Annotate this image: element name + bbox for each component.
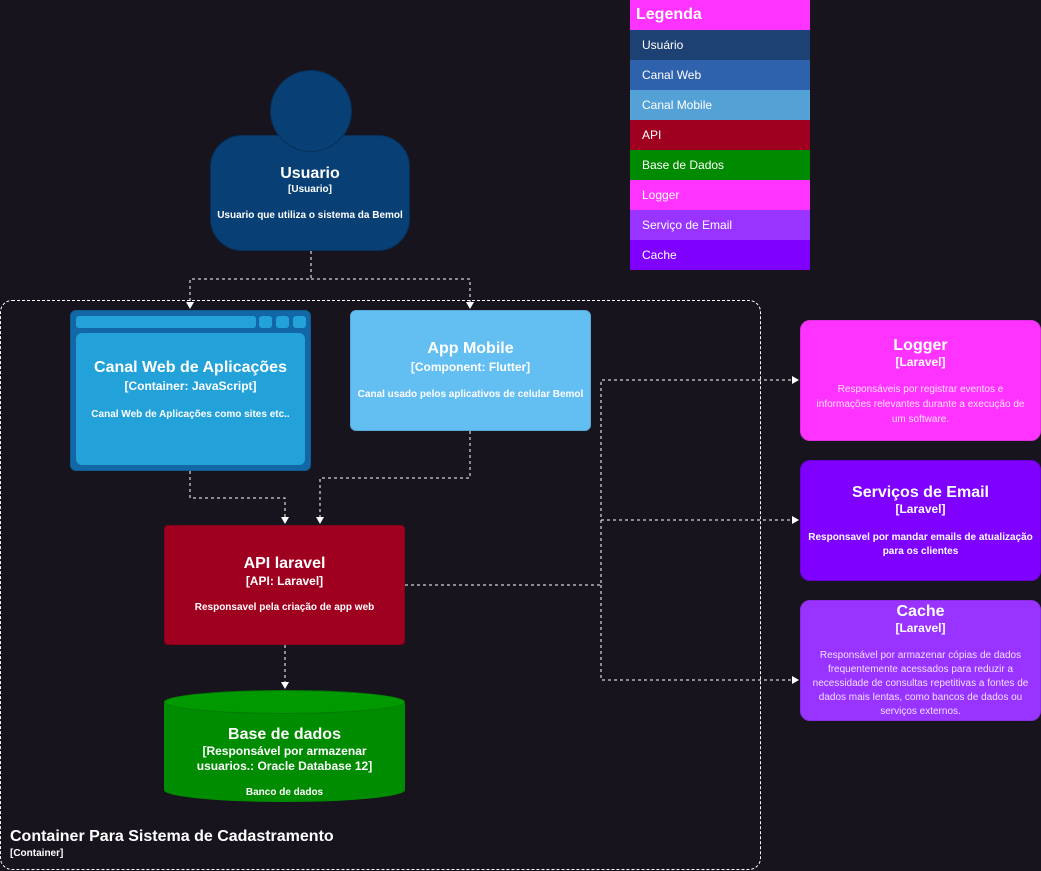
email-description-line: Responsavel por mandar emails de atualiz… xyxy=(808,532,1033,543)
logger-node[interactable]: Logger [Laravel] Responsáveis por regist… xyxy=(800,320,1041,441)
logger-description-line: Responsáveis por registrar eventos e xyxy=(837,384,1004,395)
mobile-name: App Mobile xyxy=(427,340,514,357)
mobile-description: Canal usado pelos aplicativos de celular… xyxy=(357,389,584,400)
cache-description-line: serviços externos. xyxy=(880,706,961,717)
container-boundary xyxy=(0,300,761,870)
browser-button-icon xyxy=(276,316,289,328)
mobile-type: [Component: Flutter] xyxy=(410,360,531,374)
email-type: [Laravel] xyxy=(895,502,946,516)
logger-description-line: um software. xyxy=(891,414,950,425)
person-type: [Usuario] xyxy=(288,184,332,195)
legend-title: Legenda xyxy=(630,0,810,30)
mobile-node[interactable]: App Mobile [Component: Flutter] Canal us… xyxy=(350,310,591,431)
webapp-name: Canal Web de Aplicações xyxy=(94,359,287,376)
person-usuario[interactable]: Usuario [Usuario] Usuario que utiliza o … xyxy=(210,135,410,251)
database-type-line1: [Responsável por armazenar xyxy=(202,744,367,758)
email-name: Serviços de Email xyxy=(852,484,989,501)
api-name: API laravel xyxy=(243,555,326,572)
cache-description-line: Responsável por armazenar cópias de dado… xyxy=(819,650,1022,661)
email-service-node[interactable]: Serviços de Email [Laravel] Responsavel … xyxy=(800,460,1041,581)
database-type-line2: usuarios.: Oracle Database 12] xyxy=(196,759,373,773)
api-node[interactable]: API laravel [API: Laravel] Responsavel p… xyxy=(164,525,405,645)
legend-item-canal-mobile: Canal Mobile xyxy=(630,90,810,120)
edge-api-to-logger xyxy=(405,376,799,586)
webapp-description: Canal Web de Aplicações como sites etc.. xyxy=(91,409,290,420)
webapp-type: [Container: JavaScript] xyxy=(124,379,257,393)
legend-item-base-de-dados: Base de Dados xyxy=(630,150,810,180)
container-title: Container Para Sistema de Cadastramento xyxy=(10,828,334,845)
logger-description-line: informações relevantes durante a execuçã… xyxy=(816,399,1025,410)
edge-user-to-webapp xyxy=(186,251,312,309)
cache-description-line: frequentemente acessados para reduzir a xyxy=(827,664,1014,675)
email-description-line: para os clientes xyxy=(882,546,959,557)
cache-description-line: dados mais lentas, como bancos de dados … xyxy=(818,692,1023,703)
database-description: Banco de dados xyxy=(245,787,324,798)
api-type: [API: Laravel] xyxy=(245,574,324,588)
edge-mobile-to-api xyxy=(316,431,471,524)
legend-item-canal-web: Canal Web xyxy=(630,60,810,90)
edge-webapp-to-api xyxy=(189,471,289,524)
person-head-icon xyxy=(270,70,352,152)
database-cylinder-top-icon xyxy=(164,690,405,714)
cache-type: [Laravel] xyxy=(895,621,946,635)
edge-user-to-mobile xyxy=(311,278,474,309)
legend: Legenda Usuário Canal Web Canal Mobile A… xyxy=(630,0,810,270)
person-name: Usuario xyxy=(280,165,340,182)
cache-description-line: necessidade de consultas repetitivas a f… xyxy=(812,678,1029,689)
container-type: [Container] xyxy=(10,848,64,859)
legend-item-servico-email: Serviço de Email xyxy=(630,210,810,240)
legend-item-usuario: Usuário xyxy=(630,30,810,60)
legend-item-cache: Cache xyxy=(630,240,810,270)
browser-button-icon xyxy=(259,316,272,328)
legend-item-api: API xyxy=(630,120,810,150)
database-name: Base de dados xyxy=(228,726,341,743)
database-node[interactable]: Base de dados [Responsável por armazenar… xyxy=(164,702,405,802)
cache-node[interactable]: Cache [Laravel] Responsável por armazena… xyxy=(800,600,1041,721)
webapp-body[interactable]: Canal Web de Aplicações [Container: Java… xyxy=(76,333,305,465)
legend-item-logger: Logger xyxy=(630,180,810,210)
api-description: Responsavel pela criação de app web xyxy=(194,602,375,613)
browser-address-bar-icon xyxy=(76,316,256,328)
edge-api-to-cache xyxy=(600,585,799,684)
browser-button-icon xyxy=(293,316,306,328)
logger-name: Logger xyxy=(893,337,948,354)
logger-type: [Laravel] xyxy=(895,355,946,369)
cache-name: Cache xyxy=(896,603,945,620)
person-description: Usuario que utiliza o sistema da Bemol xyxy=(217,210,403,221)
